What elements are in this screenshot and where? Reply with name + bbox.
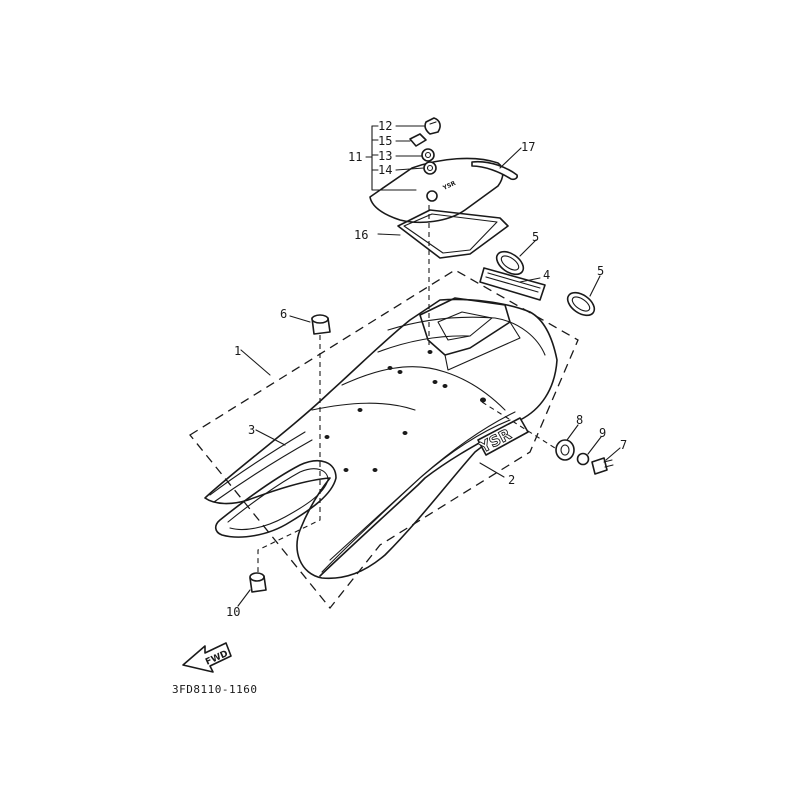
mounting-holes <box>324 350 486 472</box>
assembly-boundary <box>189 269 579 610</box>
side-emblem <box>479 267 546 301</box>
callout-10: 10 <box>226 605 240 619</box>
callout-7: 7 <box>620 438 627 452</box>
callout-11: 11 <box>348 150 362 164</box>
callout-13: 13 <box>378 149 392 163</box>
collar-8 <box>555 439 575 461</box>
callout-14: 14 <box>378 163 392 177</box>
callout-9: 9 <box>599 426 606 440</box>
callout-17: 17 <box>521 140 535 154</box>
drawing-code: 3FD8110-1160 <box>172 683 257 696</box>
callout-1: 1 <box>234 344 241 358</box>
callout-labels: 1 2 3 4 5 5 6 7 8 9 10 11 12 13 14 15 16… <box>226 119 627 619</box>
callout-5a: 5 <box>532 230 539 244</box>
bolt-7 <box>591 457 614 475</box>
callout-4: 4 <box>543 268 550 282</box>
forward-arrow-icon: FWD <box>182 642 232 673</box>
seat-lock-assembly: YSR <box>369 117 518 259</box>
callout-6: 6 <box>280 307 287 321</box>
grommet-5b <box>566 291 596 317</box>
leader-lines <box>237 125 621 607</box>
callout-3: 3 <box>248 423 255 437</box>
callout-8: 8 <box>576 413 583 427</box>
callout-12: 12 <box>378 119 392 133</box>
seat-trim-seal <box>214 460 337 538</box>
callout-15: 15 <box>378 134 392 148</box>
assembly-lines <box>257 205 556 575</box>
washer-9 <box>576 452 590 466</box>
callout-2: 2 <box>508 473 515 487</box>
callout-16: 16 <box>354 228 368 242</box>
damper-6 <box>311 314 331 335</box>
seat-cowl: YSR <box>204 297 558 580</box>
grommet-5a <box>495 250 525 276</box>
damper-10 <box>249 572 267 593</box>
callout-5b: 5 <box>597 264 604 278</box>
